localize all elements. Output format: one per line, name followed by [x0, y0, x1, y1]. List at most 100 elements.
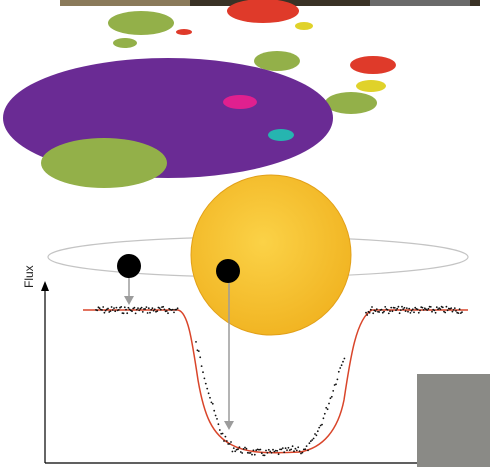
observation-point [309, 440, 312, 443]
observation-point [114, 310, 117, 313]
observation-point [109, 310, 112, 312]
observation-point [98, 307, 101, 310]
observation-point [202, 371, 204, 374]
observation-point [300, 452, 302, 455]
observation-point [414, 306, 417, 309]
observation-point [318, 426, 321, 429]
green-blob [325, 92, 377, 114]
green-blob [254, 51, 300, 71]
observation-point [258, 448, 260, 451]
observation-point [411, 308, 414, 311]
observation-point [301, 451, 304, 454]
observation-point [330, 395, 333, 398]
observation-point [429, 306, 432, 308]
observation-point [369, 308, 372, 311]
observation-point [141, 311, 144, 313]
observation-point [239, 451, 242, 453]
observation-point [165, 310, 168, 312]
observation-point [123, 306, 126, 309]
observation-point [283, 451, 286, 454]
observation-point [322, 417, 325, 420]
observation-point [284, 447, 287, 450]
green-blob [41, 138, 167, 188]
observation-point [455, 310, 457, 312]
observation-point [290, 448, 293, 451]
observation-point [305, 445, 308, 447]
observation-point [235, 448, 238, 451]
observation-point [332, 390, 335, 392]
observation-point [128, 308, 131, 311]
observation-point [405, 307, 408, 309]
observation-point [314, 433, 316, 435]
observation-point [340, 364, 343, 367]
observation-point [167, 312, 169, 315]
observation-point [384, 306, 387, 308]
observation-point [241, 452, 244, 454]
observation-point [427, 307, 430, 310]
observation-point [342, 360, 344, 363]
observation-point [260, 452, 263, 455]
observation-point [173, 311, 175, 314]
observation-point [227, 443, 230, 445]
observation-point [262, 454, 265, 457]
observation-point [237, 448, 239, 451]
observation-point [224, 435, 227, 438]
observation-point [255, 449, 258, 452]
planet-in-transit [216, 259, 240, 283]
observation-point [252, 449, 255, 452]
observation-point [221, 432, 224, 435]
observation-point [280, 448, 283, 451]
observation-point [279, 448, 281, 451]
observation-point [274, 449, 277, 452]
observation-point [408, 307, 411, 310]
observation-point [323, 412, 326, 415]
observation-point [137, 307, 139, 309]
observation-point [288, 449, 291, 451]
observation-point [404, 310, 407, 312]
observation-point [204, 382, 207, 385]
teal-blob [268, 129, 294, 141]
observation-point [302, 448, 305, 451]
observation-point [445, 305, 448, 308]
observation-point [249, 452, 252, 454]
observation-point [326, 408, 329, 411]
observation-point [246, 451, 249, 454]
observation-point [266, 452, 269, 454]
observation-point [159, 308, 162, 311]
observation-point [162, 305, 165, 308]
observation-point [417, 311, 420, 314]
observation-point [270, 451, 273, 454]
blob-collage [3, 0, 396, 188]
observation-point [407, 310, 409, 313]
observation-point [396, 307, 399, 310]
observation-point [458, 308, 461, 311]
observation-point [126, 312, 129, 315]
observation-point [398, 312, 401, 315]
observation-point [421, 306, 424, 309]
observation-point [199, 356, 202, 359]
observation-point [366, 314, 369, 316]
observation-point [96, 309, 99, 312]
red-blob [176, 29, 192, 35]
observation-point [234, 450, 237, 453]
observation-point [391, 310, 394, 313]
observation-point [171, 308, 174, 311]
observation-point [433, 309, 436, 312]
observation-point [450, 307, 453, 309]
observation-point [387, 312, 390, 315]
observation-point [329, 397, 332, 400]
green-blob [108, 11, 174, 35]
observation-point [150, 308, 153, 311]
observation-point [339, 367, 342, 369]
observation-point [107, 307, 109, 310]
observation-point [111, 309, 114, 311]
observation-point [251, 453, 253, 456]
observation-point [409, 312, 412, 314]
observation-point [103, 311, 106, 314]
observation-point [459, 312, 462, 314]
corner-panel [417, 374, 490, 467]
observation-point [115, 306, 118, 309]
observation-point [397, 305, 400, 308]
flux-axis-label: Flux [22, 265, 36, 288]
